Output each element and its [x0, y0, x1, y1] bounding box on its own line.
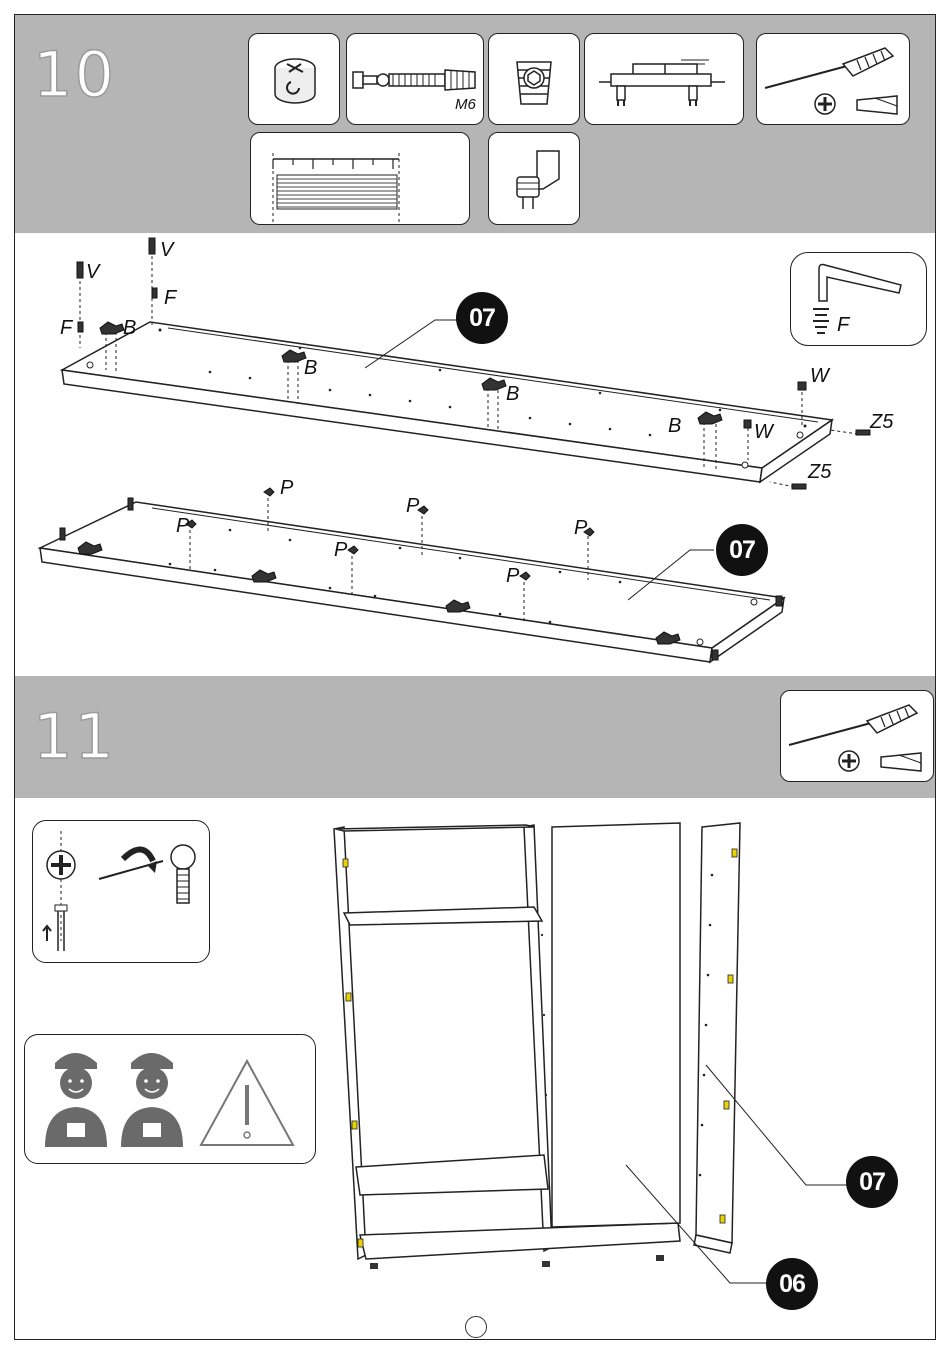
shelf-support-icon — [489, 133, 580, 225]
threaded-insert-icon — [489, 34, 580, 125]
screwdriver-icon-step-11 — [781, 691, 934, 782]
screwdriver-box — [756, 33, 910, 125]
label-b-2: B — [304, 358, 317, 378]
part-badge-07-bottom: 07 — [716, 524, 768, 576]
label-z5-1: Z5 — [870, 412, 893, 432]
shelf-connector-box — [584, 33, 744, 125]
label-p-6: P — [506, 566, 519, 586]
drill-template-icon — [251, 133, 470, 225]
cam-tighten-detail-box — [32, 820, 210, 963]
label-v-2: V — [160, 240, 173, 260]
part-badge-07-top: 07 — [456, 292, 508, 344]
label-v-1: V — [86, 262, 99, 282]
label-b-4: B — [668, 416, 681, 436]
label-w-1: W — [810, 366, 829, 386]
step-10-number: 10 — [33, 38, 116, 111]
warning-triangle-icon — [201, 1061, 293, 1145]
wardrobe-assembly-drawing — [320, 815, 900, 1295]
threaded-insert-box — [488, 33, 580, 125]
two-person-warning-box — [24, 1034, 316, 1164]
label-p-5: P — [334, 540, 347, 560]
page-number-circle — [465, 1316, 487, 1338]
label-p-3: P — [574, 518, 587, 538]
cam-lock-icon — [249, 34, 340, 125]
panel-07-top — [62, 322, 832, 482]
label-p-2: P — [406, 496, 419, 516]
label-p-1: P — [280, 478, 293, 498]
label-z5-2: Z5 — [808, 462, 831, 482]
label-f-2: F — [164, 288, 176, 308]
m6-bolt-box: M6 — [346, 33, 484, 125]
shelf-connector-icon — [585, 34, 744, 125]
screwdriver-box-step-11 — [780, 690, 934, 782]
step-11-number: 11 — [33, 700, 116, 773]
screwdriver-icon — [757, 34, 910, 125]
two-person-warning-icon — [25, 1035, 316, 1164]
label-w-2: W — [754, 422, 773, 442]
part-badge-07-side: 07 — [846, 1156, 898, 1208]
drill-template-box — [250, 132, 470, 225]
label-p-4: P — [176, 516, 189, 536]
part-badge-06-front: 06 — [766, 1258, 818, 1310]
label-b-3: B — [506, 384, 519, 404]
cam-tighten-icon — [33, 821, 210, 963]
label-b-1: B — [123, 318, 136, 338]
cam-lock-box — [248, 33, 340, 125]
bolt-size-label: M6 — [455, 96, 476, 113]
shelf-support-box — [488, 132, 580, 225]
label-f-1: F — [60, 318, 72, 338]
